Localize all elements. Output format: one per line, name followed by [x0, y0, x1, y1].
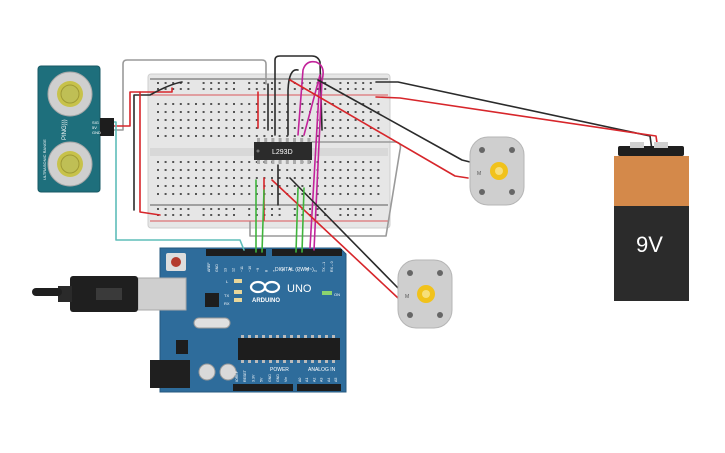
wire-red-rail-bottom[interactable]: [139, 91, 161, 216]
on-label: ON: [334, 292, 340, 297]
wire-black-motor2[interactable]: [289, 177, 399, 289]
digital-pin-label: 4: [297, 270, 301, 272]
power-pin-label: GND: [268, 374, 272, 382]
wire-black-motor1[interactable]: [317, 79, 471, 163]
arduino-model: UNO: [287, 283, 312, 295]
l-label: L: [226, 279, 229, 284]
digital-pin-label: ~11: [240, 266, 244, 272]
header-top-left: [206, 249, 266, 256]
analog-pin-label: A2: [312, 378, 316, 382]
sensor-side-text: ULTRASONIC RANGE: [42, 139, 47, 180]
power-pin-label: 5V: [260, 377, 264, 382]
header-top-right: [272, 249, 342, 256]
sensor-pin-label: SIG: [92, 120, 99, 125]
battery-label: 9V: [636, 232, 663, 257]
digital-pin-label: ~5: [289, 268, 293, 272]
wire-teal-sensor-sig[interactable]: [111, 121, 245, 251]
wire-magenta-1[interactable]: [297, 60, 324, 251]
dc-motor-2[interactable]: M: [397, 259, 453, 329]
digital-pin-label: ~3: [305, 268, 309, 272]
digital-pin-label: 8: [264, 270, 268, 272]
power-label: POWER: [270, 367, 289, 373]
usb-port: [137, 277, 187, 311]
motor-2-label: M: [405, 294, 409, 300]
ic-label: L293D: [272, 149, 293, 156]
atmega-chip: [238, 338, 340, 360]
digital-pin-label: GND: [215, 264, 219, 272]
analog-label: ANALOG IN: [308, 367, 336, 373]
power-pin-label: Vin: [284, 377, 288, 382]
wire-red-motor1[interactable]: [289, 79, 469, 179]
digital-pin-label: ~6: [281, 268, 285, 272]
digital-pin-label: TX→1: [322, 262, 326, 272]
wire-red-sensor-5v[interactable]: [111, 87, 173, 127]
digital-pin-label: 2: [314, 270, 318, 272]
crystal: [193, 317, 231, 329]
battery-9v[interactable]: 9V: [614, 142, 689, 301]
wire-red-motor2[interactable]: [271, 179, 399, 299]
wire-gray-gnd[interactable]: [111, 59, 267, 131]
digital-pin-label: ~10: [248, 266, 252, 272]
digital-label: DIGITAL (PWM~): [275, 267, 314, 273]
power-pin-label: IOREF: [235, 370, 239, 382]
digital-pin-label: 12: [232, 268, 236, 272]
sensor-pin-label: 5V: [92, 125, 97, 130]
power-pin-label: RESET: [243, 369, 247, 382]
digital-pin-label: 13: [223, 268, 227, 272]
l293d-chip[interactable]: L293D: [254, 138, 312, 164]
digital-pin-label: ~9: [256, 268, 260, 272]
analog-pin-label: A0: [298, 378, 302, 382]
digital-pin-label: AREF: [207, 262, 211, 272]
wire-black-sensor-gnd[interactable]: [133, 81, 183, 211]
wire-black-ic-top-1[interactable]: [274, 55, 323, 136]
tx-label: TX: [224, 293, 229, 298]
power-jack: [150, 360, 190, 388]
rx-label: RX: [224, 301, 230, 306]
header-power: [233, 384, 293, 391]
sensor-pin-label: GND: [92, 130, 101, 135]
wire-green-2[interactable]: [261, 189, 265, 253]
wire-green-3[interactable]: [295, 187, 299, 253]
motor-1-label: M: [477, 171, 481, 177]
sensor-name: PING))): [62, 119, 68, 140]
analog-pin-label: A4: [327, 378, 331, 382]
wire-magenta-2[interactable]: [303, 74, 321, 249]
digital-pin-label: RX←0: [330, 261, 334, 272]
analog-pin-label: A5: [334, 378, 338, 382]
power-pin-label: GND: [276, 374, 280, 382]
analog-pin-label: A3: [320, 378, 324, 382]
digital-pin-label: 7: [273, 270, 277, 272]
arduino-logo-icon: [249, 280, 281, 294]
dc-motor-1[interactable]: M: [469, 136, 525, 206]
arduino-logo-text: ARDUINO: [252, 298, 280, 304]
header-analog: [297, 384, 341, 391]
wires: [111, 55, 659, 299]
wire-green-4[interactable]: [301, 187, 305, 253]
wire-black-ic-top-2[interactable]: [287, 69, 299, 136]
power-pin-label: 3.3V: [251, 374, 255, 382]
wire-black-battery[interactable]: [375, 81, 653, 151]
analog-pin-label: A1: [305, 378, 309, 382]
arduino-uno-board[interactable]: ARDUINO UNO DIGITAL (PWM~) POWER ANALOG …: [32, 247, 347, 393]
